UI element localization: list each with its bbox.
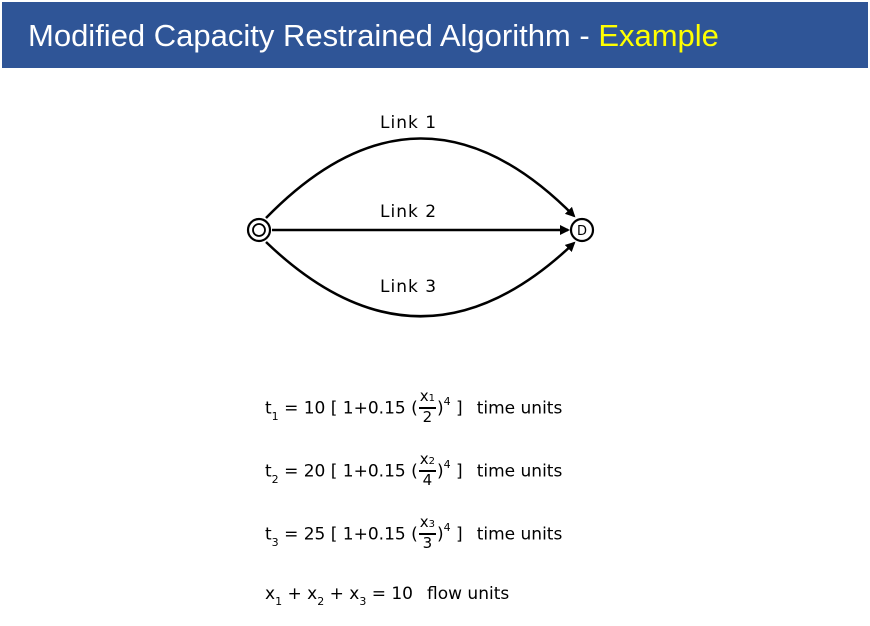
origin-node: O: [246, 217, 272, 243]
link-3-label: Link 3: [380, 277, 437, 297]
eq1-fraction: x1 2: [418, 387, 437, 426]
eq2-end: ]: [450, 461, 463, 482]
eq2-fraction: x2 4: [418, 450, 437, 489]
eq1-close: ): [437, 398, 444, 419]
eq1-end: ]: [450, 398, 463, 419]
eq2-units: time units: [476, 461, 563, 482]
eq2-exp: 4: [443, 457, 451, 471]
eq1-t-symbol: t: [265, 398, 272, 419]
eq3-lead: = 25 [ 1+0.15 (: [278, 524, 418, 545]
eq2-t-sub: 2: [271, 472, 279, 486]
eq2-lead: = 20 [ 1+0.15 (: [278, 461, 418, 482]
eq1-num-x: x: [419, 387, 429, 405]
eq1-units: time units: [476, 398, 563, 419]
flow-plus-2: +: [324, 584, 350, 604]
eq3-units: time units: [476, 524, 563, 545]
eq2-num-x: x: [419, 450, 429, 468]
flow-x3: x: [349, 584, 360, 604]
eq3-end: ]: [450, 524, 463, 545]
link-2-label: Link 2: [380, 202, 437, 222]
eq3-close: ): [437, 524, 444, 545]
eq3-num-x: x: [419, 513, 429, 531]
flow-x2: x: [307, 584, 318, 604]
eq1-exp: 4: [443, 394, 451, 408]
eq2-close: ): [437, 461, 444, 482]
eq2-num-sub: 2: [428, 456, 436, 467]
flow-rhs: = 10: [366, 584, 413, 604]
flow-x2-sub: 2: [317, 595, 325, 608]
title-highlight-text: Example: [598, 18, 719, 53]
eq1-t-sub: 1: [271, 409, 279, 423]
destination-node: D: [569, 217, 595, 243]
eq3-den: 3: [422, 534, 433, 552]
slide-title: Modified Capacity Restrained Algorithm -…: [28, 16, 719, 56]
flow-x3-sub: 3: [359, 595, 367, 608]
eq3-t-symbol: t: [265, 524, 272, 545]
destination-label: D: [577, 224, 587, 239]
eq3-t-sub: 3: [271, 535, 279, 549]
eq1-den: 2: [422, 408, 433, 426]
eq1-num-sub: 1: [428, 393, 436, 404]
eq3-num-sub: 3: [428, 519, 436, 530]
link-1-label: Link 1: [380, 113, 437, 133]
title-bar: Modified Capacity Restrained Algorithm -…: [2, 2, 868, 68]
flow-x1-sub: 1: [275, 595, 283, 608]
link-3-path: [265, 241, 576, 318]
flow-units: flow units: [427, 584, 510, 604]
eq2-t-symbol: t: [265, 461, 272, 482]
title-main-text: Modified Capacity Restrained Algorithm -: [28, 18, 599, 53]
flow-x1: x: [265, 584, 276, 604]
eq1-lead: = 10 [ 1+0.15 (: [278, 398, 418, 419]
link-1-path: [265, 137, 576, 219]
eq3-exp: 4: [443, 520, 451, 534]
eq2-den: 4: [422, 471, 433, 489]
flow-plus-1: +: [282, 584, 308, 604]
